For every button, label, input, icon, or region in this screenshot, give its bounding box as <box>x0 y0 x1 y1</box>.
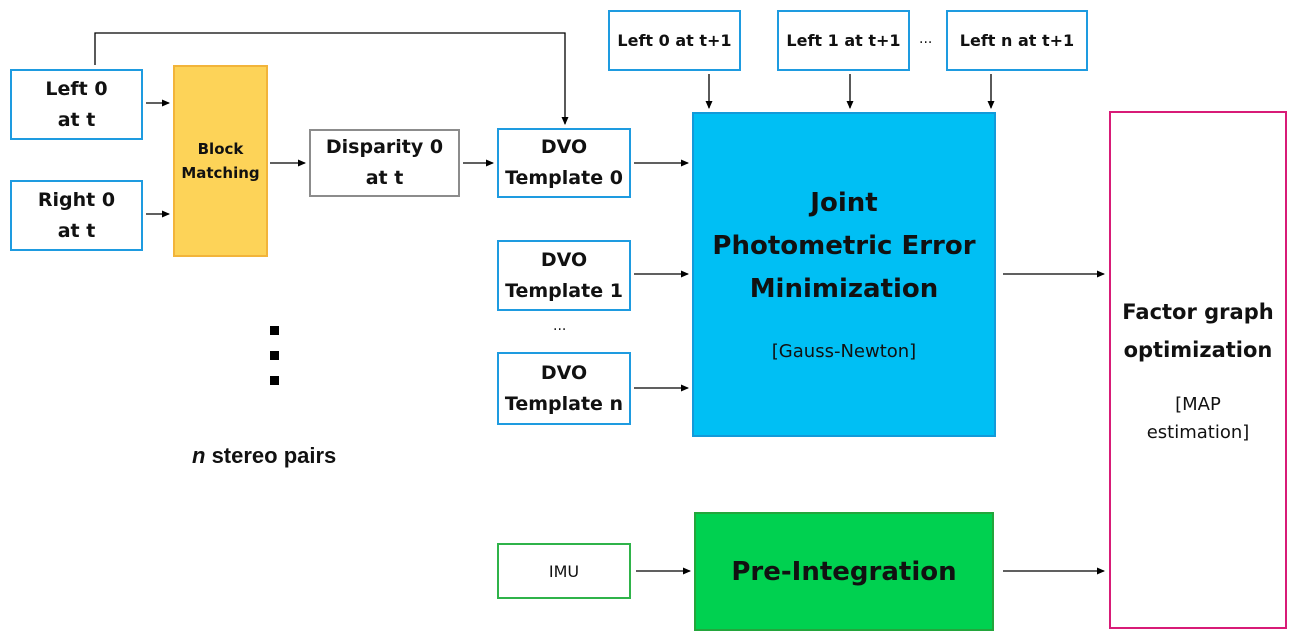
disparity0-line2: at t <box>365 167 404 189</box>
dvo-template1-line2: Template 1 <box>505 279 623 302</box>
dvo-template0-line1: DVO <box>540 136 588 158</box>
next-frames-ellipsis: ... <box>919 31 933 47</box>
block-matching-line2: Matching <box>181 164 260 182</box>
right0-label-line2: at t <box>57 219 96 242</box>
preintegration-box: Pre-Integration <box>694 512 994 631</box>
joint-method: [Gauss-Newton] <box>771 341 917 362</box>
joint-title-line2: Photometric Error <box>712 231 976 261</box>
right0-label-line1: Right 0 <box>37 188 116 211</box>
left0-next-box: Left 0 at t+1 <box>608 10 741 71</box>
left1-next-label: Left 1 at t+1 <box>786 31 901 50</box>
dvo-templaten-line2: Template n <box>504 392 624 415</box>
joint-minimization-box: Joint Photometric Error Minimization [Ga… <box>692 112 996 437</box>
vertical-dots <box>270 326 280 386</box>
factor-graph-method-line2: estimation] <box>1146 422 1250 443</box>
factor-graph-box: Factor graph optimization [MAP estimatio… <box>1109 111 1287 629</box>
right0-box: Right 0 at t <box>10 180 143 251</box>
dvo-ellipsis: ... <box>553 318 567 334</box>
left0-next-label: Left 0 at t+1 <box>617 31 732 50</box>
dvo-templaten-line1: DVO <box>540 361 588 384</box>
joint-title-line3: Minimization <box>749 274 939 304</box>
imu-box: IMU <box>497 543 631 599</box>
dvo-template0-box: DVO Template 0 <box>497 128 631 198</box>
left0-box: Left 0 at t <box>10 69 143 140</box>
preintegration-label: Pre-Integration <box>731 556 957 587</box>
left1-next-box: Left 1 at t+1 <box>777 10 910 71</box>
stereo-pairs-count: n <box>192 443 206 468</box>
dvo-template0-line2: Template 0 <box>505 167 623 189</box>
dot-2 <box>270 351 279 360</box>
dvo-template1-line1: DVO <box>540 248 588 271</box>
factor-graph-method-line1: [MAP <box>1175 394 1221 415</box>
block-matching-box: Block Matching <box>173 65 268 257</box>
stereo-pairs-text: stereo pairs <box>205 443 337 468</box>
imu-label: IMU <box>548 561 580 581</box>
dvo-template1-box: DVO Template 1 <box>497 240 631 311</box>
disparity0-line1: Disparity 0 <box>325 136 444 158</box>
factor-graph-title-line1: Factor graph <box>1122 300 1274 324</box>
block-matching-line1: Block <box>197 140 244 158</box>
dot-3 <box>270 376 279 385</box>
left0-label-line1: Left 0 <box>45 77 108 100</box>
dot-1 <box>270 326 279 335</box>
dvo-templaten-box: DVO Template n <box>497 352 631 425</box>
leftn-next-label: Left n at t+1 <box>959 31 1075 50</box>
stereo-pairs-caption: n stereo pairs <box>192 443 336 469</box>
joint-title-line1: Joint <box>810 188 878 218</box>
disparity0-box: Disparity 0 at t <box>309 129 460 197</box>
left0-label-line2: at t <box>57 108 96 131</box>
factor-graph-title-line2: optimization <box>1123 338 1273 362</box>
leftn-next-box: Left n at t+1 <box>946 10 1088 71</box>
arrow-left0-to-dvo0 <box>94 32 569 125</box>
